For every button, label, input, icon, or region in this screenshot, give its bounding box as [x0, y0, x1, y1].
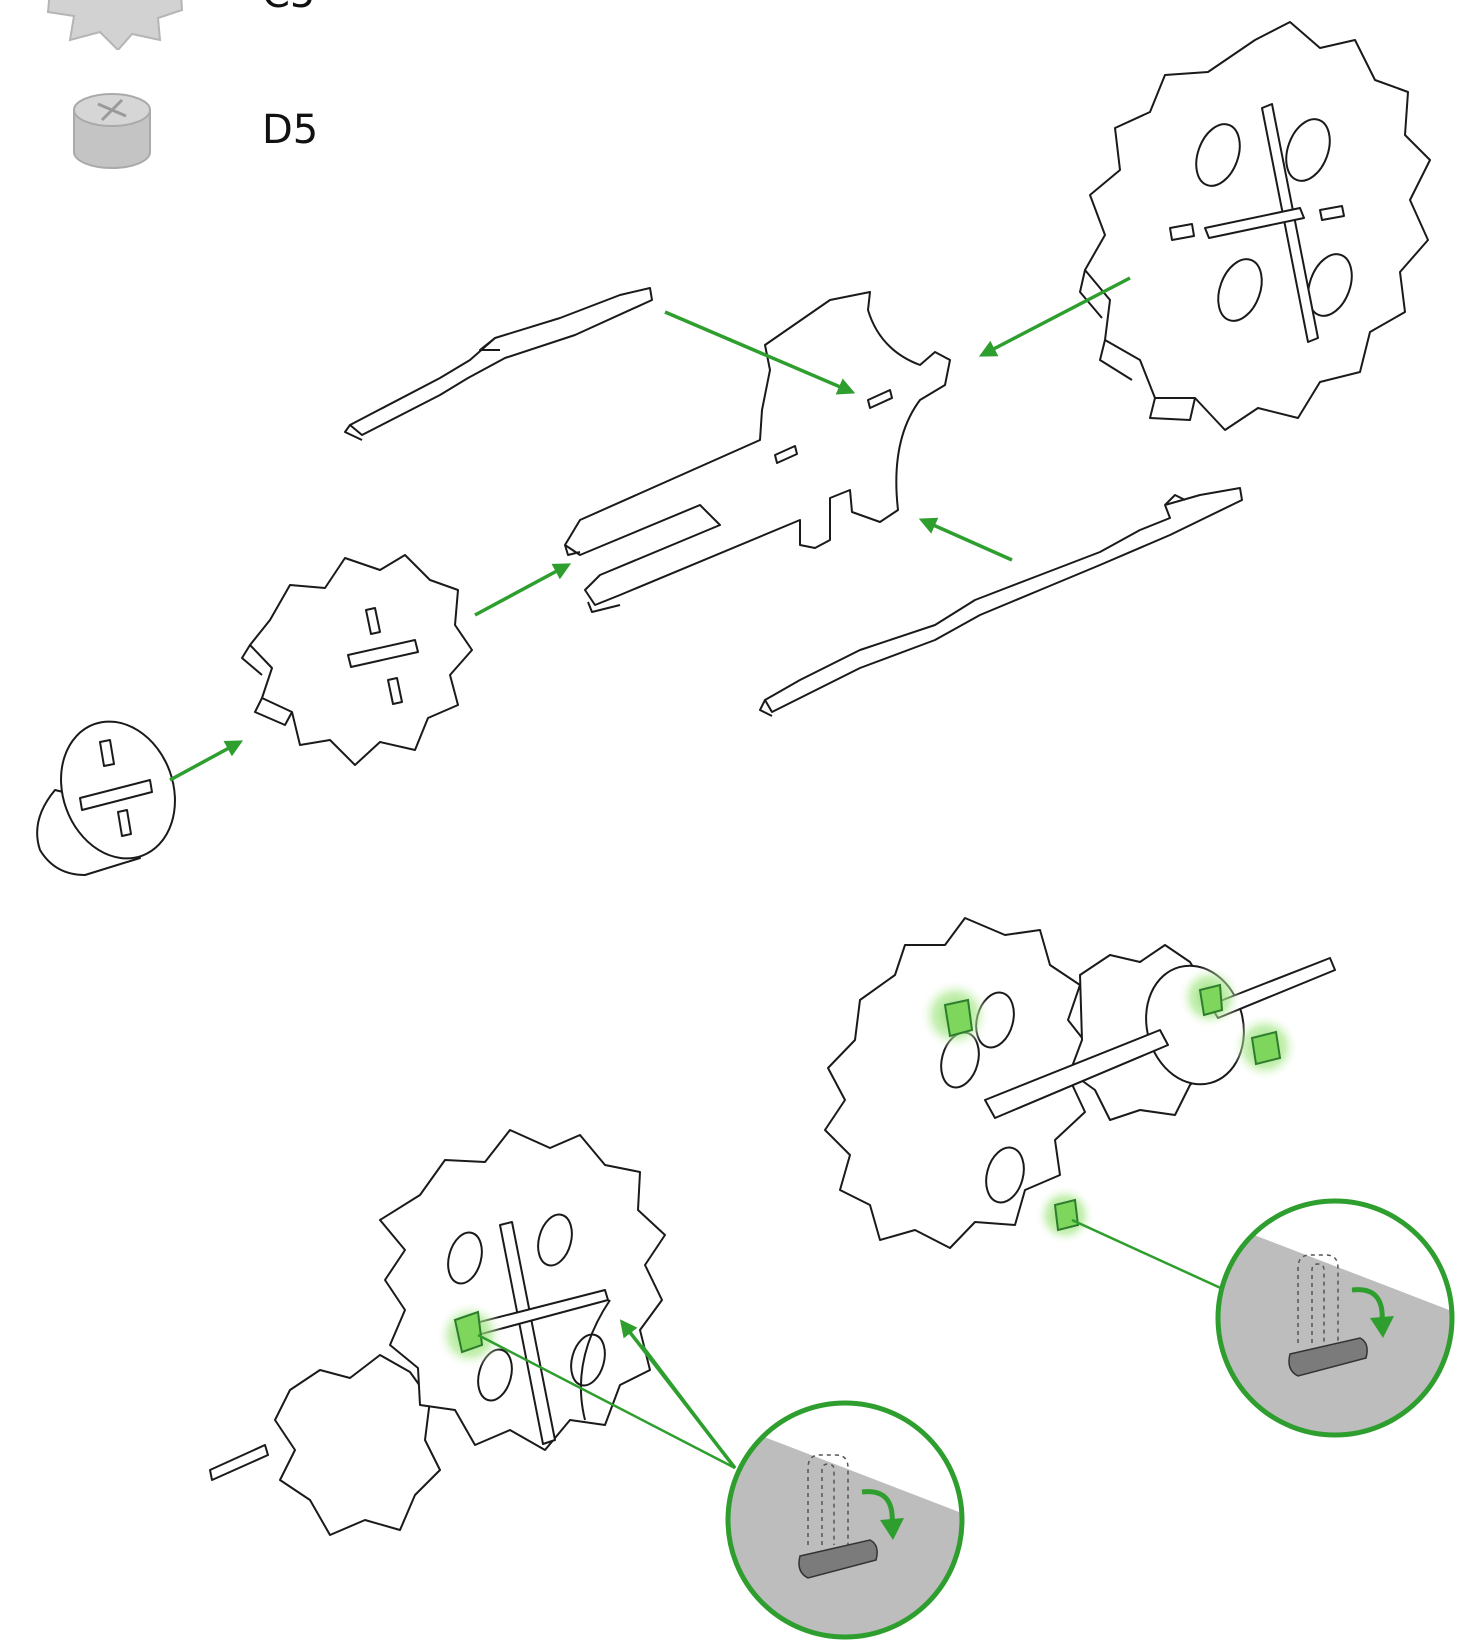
part-d5-thumbnail-icon [73, 93, 151, 169]
part-label-c5: C5 [262, 0, 315, 14]
small-gear [241, 554, 473, 766]
twist-tab-detail-right [1215, 1198, 1455, 1438]
cylinder-hub [36, 720, 176, 876]
part-c5-thumbnail-icon [46, 0, 184, 50]
assembled-view-left [209, 1129, 666, 1536]
assembled-view-right [824, 917, 1336, 1249]
main-frame [564, 291, 951, 613]
assembly-arrows [169, 276, 1131, 782]
large-gear [1079, 21, 1431, 431]
detail-callout-lines [477, 1218, 1226, 1470]
upper-arm [344, 287, 653, 441]
lower-arm [759, 487, 1243, 717]
twist-tab-detail-left [725, 1400, 965, 1640]
part-label-d5: D5 [262, 107, 319, 153]
